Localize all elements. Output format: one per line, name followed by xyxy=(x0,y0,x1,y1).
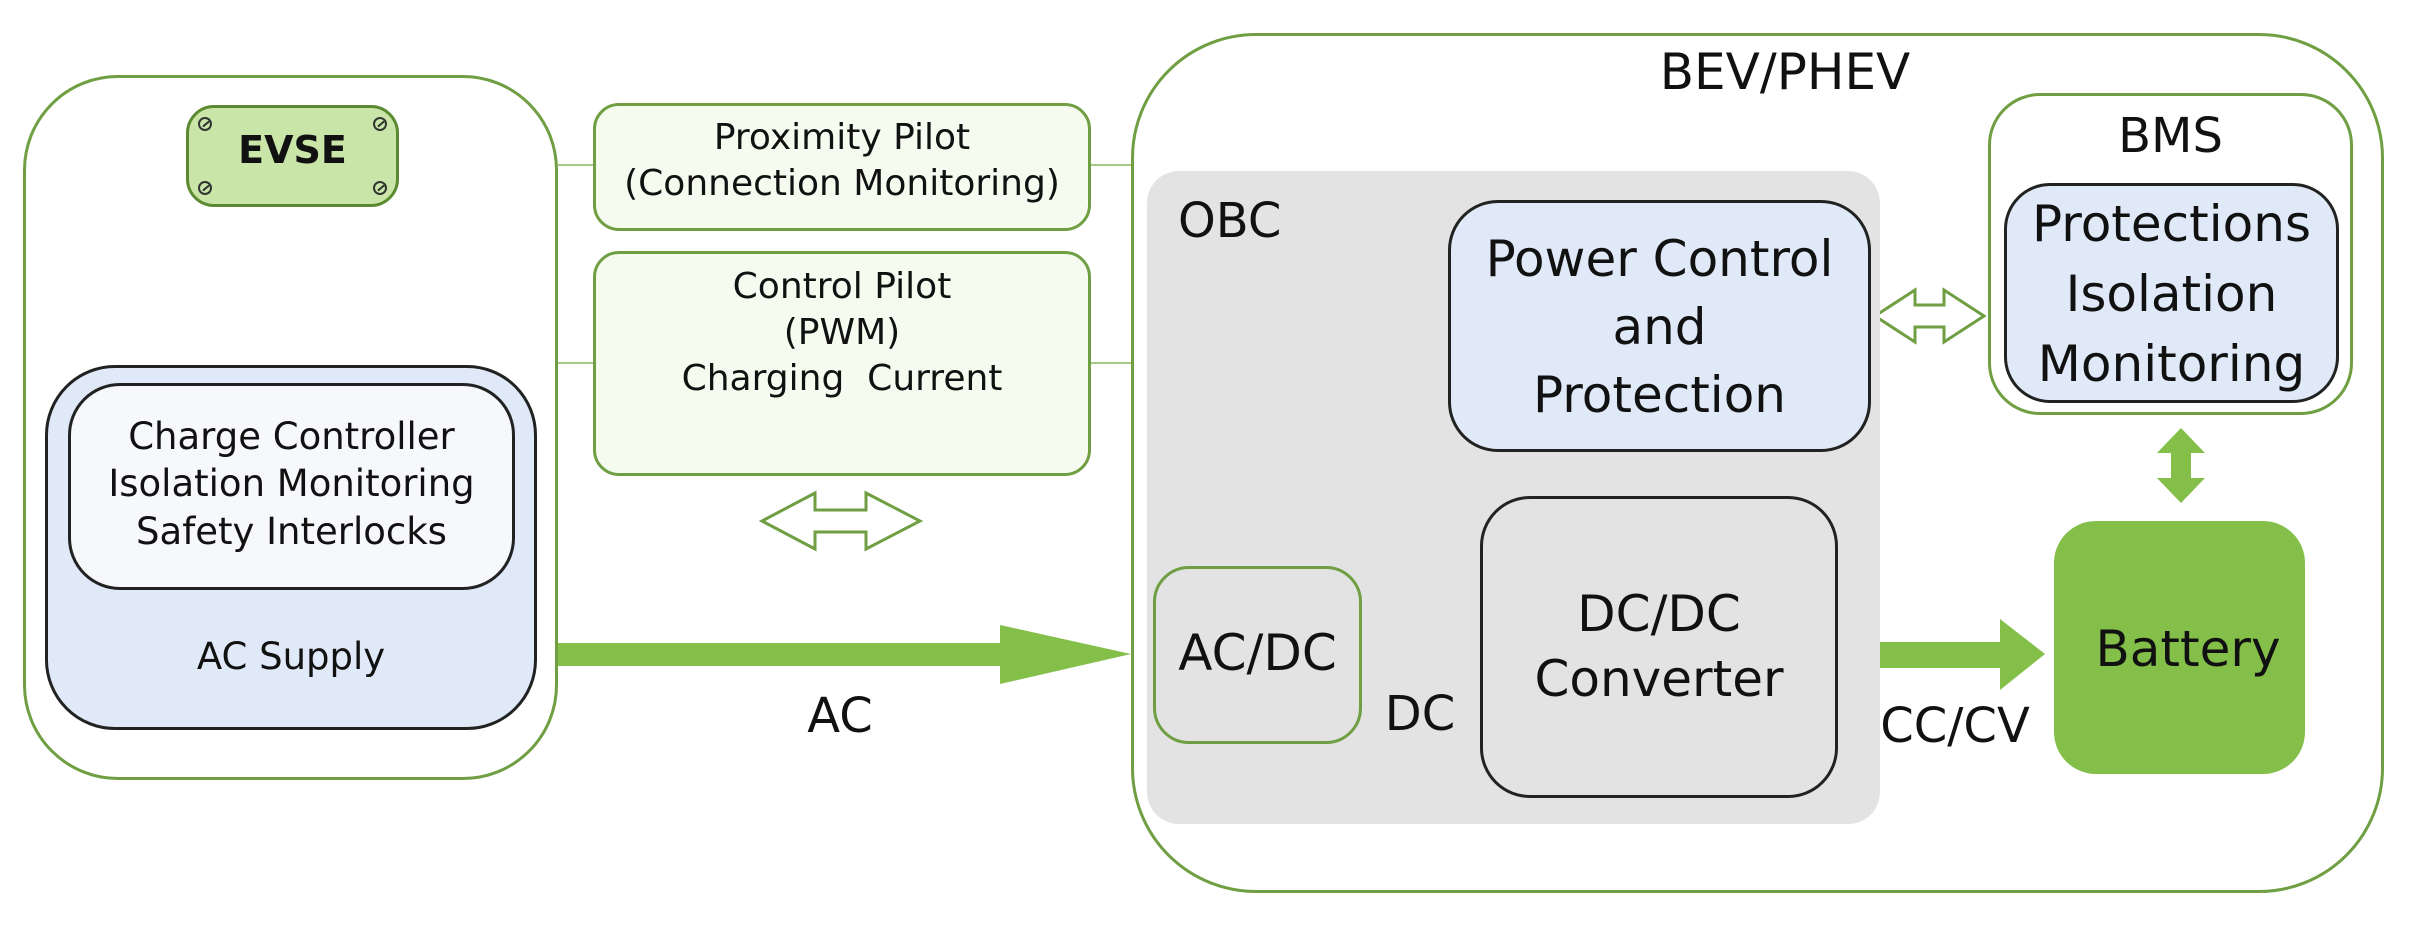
charge-controller-box xyxy=(68,383,515,590)
control-pilot-box xyxy=(593,251,1091,476)
obc-label: OBC xyxy=(1178,193,1282,249)
proximity-pilot-box xyxy=(593,103,1091,231)
evse-panel xyxy=(23,75,558,780)
protections-text: Protections Isolation Monitoring xyxy=(2004,189,2339,399)
proximity-pilot-text: Proximity Pilot (Connection Monitoring) xyxy=(593,115,1091,207)
control-line: Control Pilot xyxy=(732,266,952,307)
pilot-double-arrow xyxy=(758,490,924,552)
control-pilot-text: Control Pilot (PWM) Charging Current xyxy=(593,264,1091,402)
screw-icon xyxy=(198,181,212,195)
protections-box xyxy=(2004,183,2339,403)
cccv-arrow xyxy=(1851,619,2045,690)
dcdc-converter-box xyxy=(1480,496,1838,798)
controller-line: Charge Controller xyxy=(128,415,455,458)
ac-link-label: AC xyxy=(807,688,873,744)
protections-line: Monitoring xyxy=(2037,335,2306,393)
ac-arrow xyxy=(558,625,1131,684)
bms-label: BMS xyxy=(2118,108,2223,164)
vehicle-panel xyxy=(1131,33,2384,893)
charge-controller-text: Charge Controller Isolation Monitoring S… xyxy=(68,413,515,555)
screw-icon xyxy=(373,181,387,195)
controller-line: Safety Interlocks xyxy=(136,509,447,553)
bms-panel xyxy=(1988,93,2353,415)
dcdc-line: DC/DC xyxy=(1577,585,1741,643)
control-line: Charging Current xyxy=(681,358,1003,400)
power-control-line: and xyxy=(1612,298,1707,356)
controller-line: Isolation Monitoring xyxy=(108,462,475,506)
acdc-box xyxy=(1153,566,1362,744)
ac-supply-label: AC Supply xyxy=(196,635,386,678)
power-control-line: Power Control xyxy=(1485,230,1834,288)
proximity-line: Proximity Pilot xyxy=(713,117,971,158)
power-control-line: Protection xyxy=(1533,366,1786,424)
power-bms-double-arrow xyxy=(1872,287,1987,345)
cccv-link-label: CC/CV xyxy=(1880,698,2030,754)
proximity-line: (Connection Monitoring) xyxy=(624,163,1060,205)
control-line: (PWM) xyxy=(783,312,901,354)
evse-badge-label: EVSE xyxy=(238,128,347,172)
protections-line: Protections xyxy=(2031,195,2311,253)
dcdc-text: DC/DC Converter xyxy=(1480,582,1838,712)
bms-battery-double-arrow xyxy=(2157,428,2205,503)
screw-icon xyxy=(373,117,387,131)
dcdc-line: Converter xyxy=(1534,650,1784,708)
battery-box xyxy=(2054,521,2305,774)
dc-link-label: DC xyxy=(1384,686,1456,742)
vehicle-title: BEV/PHEV xyxy=(1659,43,1911,101)
power-control-text: Power Control and Protection xyxy=(1448,225,1871,429)
power-control-box xyxy=(1448,200,1871,452)
acdc-label: AC/DC xyxy=(1178,624,1337,682)
battery-label: Battery xyxy=(2095,620,2281,678)
evse-badge xyxy=(186,105,399,207)
protections-line: Isolation xyxy=(2065,265,2278,323)
screw-icon xyxy=(198,117,212,131)
